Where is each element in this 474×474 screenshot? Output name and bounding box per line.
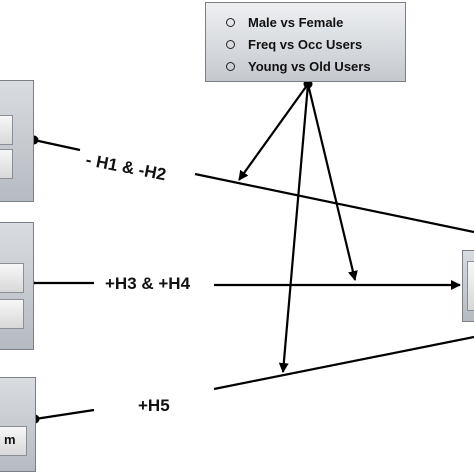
- hypothesis-label-h3-h4: +H3 & +H4: [105, 274, 191, 294]
- moderator-item-age: Young vs Old Users: [226, 55, 405, 77]
- path-h1-h2-segment-1: [33, 138, 81, 152]
- moderator-item-gender: Male vs Female: [226, 11, 405, 33]
- moderator-item-label: Young vs Old Users: [248, 58, 371, 74]
- left-construct-box-3-partial-label: m: [4, 432, 16, 447]
- left-construct-box-3-item-1: [0, 426, 27, 456]
- left-construct-box-1-item-2: [0, 149, 13, 179]
- bullet-circle-icon: [226, 39, 235, 49]
- moderator-item-usage: Freq vs Occ Users: [226, 33, 405, 55]
- left-construct-box-2-item-1: [0, 263, 24, 293]
- right-outcome-box-item: [467, 261, 474, 311]
- moderator-arrow-h1-h2: [238, 83, 309, 181]
- hypothesis-label-h5: +H5: [138, 396, 170, 416]
- bullet-circle-icon: [226, 61, 235, 71]
- path-h1-h2-segment-2: [194, 172, 474, 234]
- left-construct-box-2-item-2: [0, 299, 24, 329]
- left-construct-box-1: [0, 80, 34, 202]
- left-construct-box-3: [0, 377, 36, 472]
- moderator-item-label: Freq vs Occ Users: [248, 36, 363, 52]
- path-h5-segment-1: [34, 408, 95, 421]
- right-outcome-box: [462, 250, 474, 322]
- bullet-circle-icon: [226, 17, 235, 27]
- path-h5-segment-2: [213, 335, 474, 391]
- moderator-arrow-h3-h4: [306, 83, 358, 281]
- left-construct-box-2: [0, 222, 34, 350]
- moderator-arrow-h5: [278, 83, 310, 373]
- moderator-item-label: Male vs Female: [248, 14, 344, 30]
- left-construct-box-1-item-1: [0, 115, 13, 145]
- moderator-box: Male vs Female Freq vs Occ Users Young v…: [205, 2, 406, 82]
